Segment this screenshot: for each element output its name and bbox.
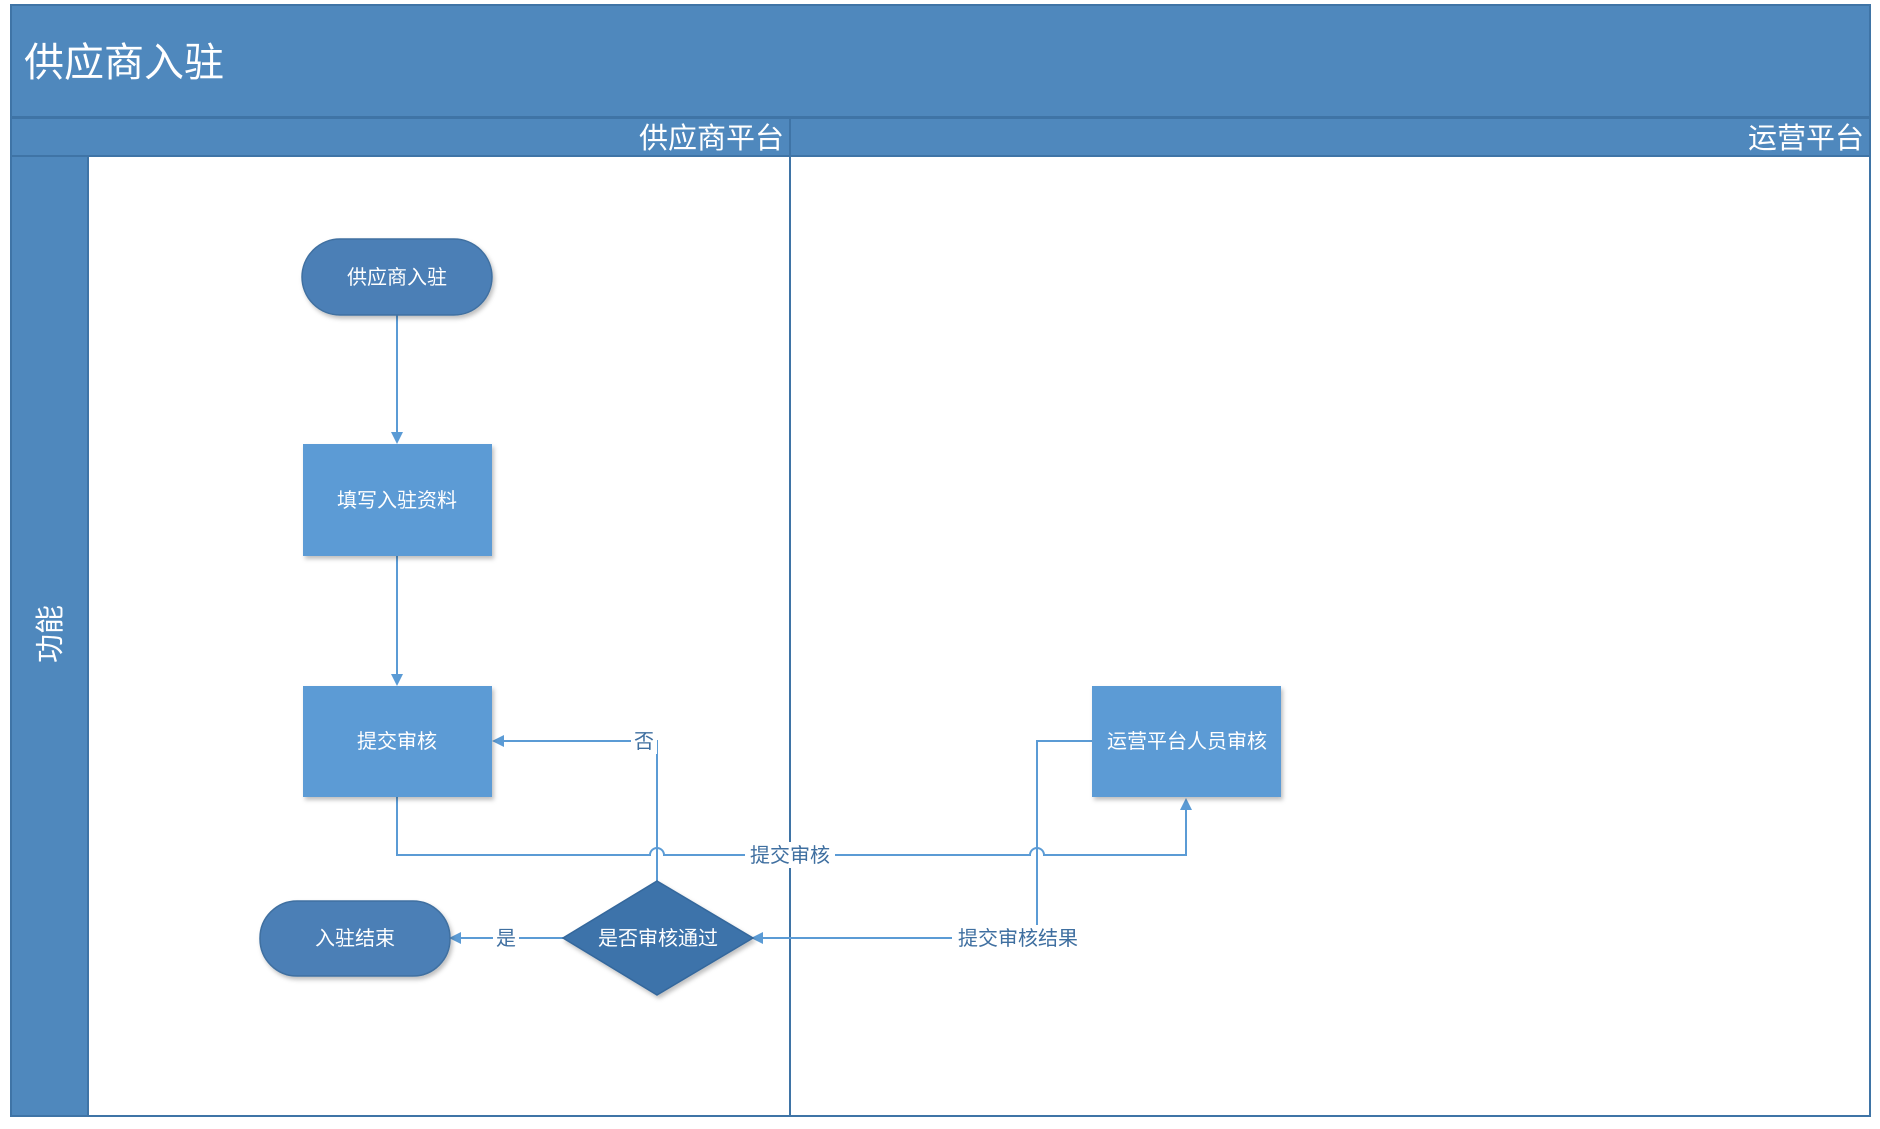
diagram-title: 供应商入驻	[24, 40, 224, 86]
start-terminator: 供应商入驻	[301, 238, 493, 316]
ops-review-process: 运营平台人员审核	[1092, 686, 1281, 797]
end-terminator-label: 入驻结束	[315, 926, 395, 950]
edge-label-result-bg	[952, 925, 1084, 951]
edge-label-submit: 提交审核	[750, 843, 830, 867]
end-terminator: 入驻结束	[259, 900, 451, 977]
ops-review-process-label: 运营平台人员审核	[1107, 729, 1267, 753]
title-band	[10, 4, 1871, 118]
decision-diamond: 是否审核通过	[561, 880, 755, 996]
fill-info-process-label: 填写入驻资料	[337, 488, 457, 512]
row-header-band	[10, 155, 89, 1117]
connector-review-to-decision	[751, 740, 1092, 944]
fill-info-process: 填写入驻资料	[303, 444, 492, 556]
row-header-label: 功能	[33, 605, 67, 663]
edge-label-no: 否	[634, 729, 654, 753]
edge-label-result: 提交审核结果	[958, 926, 1078, 950]
connector-submit-to-review	[396, 797, 1192, 856]
edge-label-no-bg	[631, 728, 657, 754]
edge-label-submit-bg	[745, 842, 835, 868]
start-terminator-label: 供应商入驻	[347, 265, 447, 289]
decision-diamond-label: 是否审核通过	[598, 926, 718, 950]
lane-header-operations: 运营平台	[1748, 121, 1864, 155]
lane-header-supplier: 供应商平台	[639, 121, 784, 155]
edge-label-yes: 是	[496, 926, 516, 950]
lane-header-band	[10, 117, 1871, 157]
edge-label-yes-bg	[493, 925, 519, 951]
submit-review-process-label: 提交审核	[357, 729, 437, 753]
submit-review-process: 提交审核	[303, 686, 492, 797]
